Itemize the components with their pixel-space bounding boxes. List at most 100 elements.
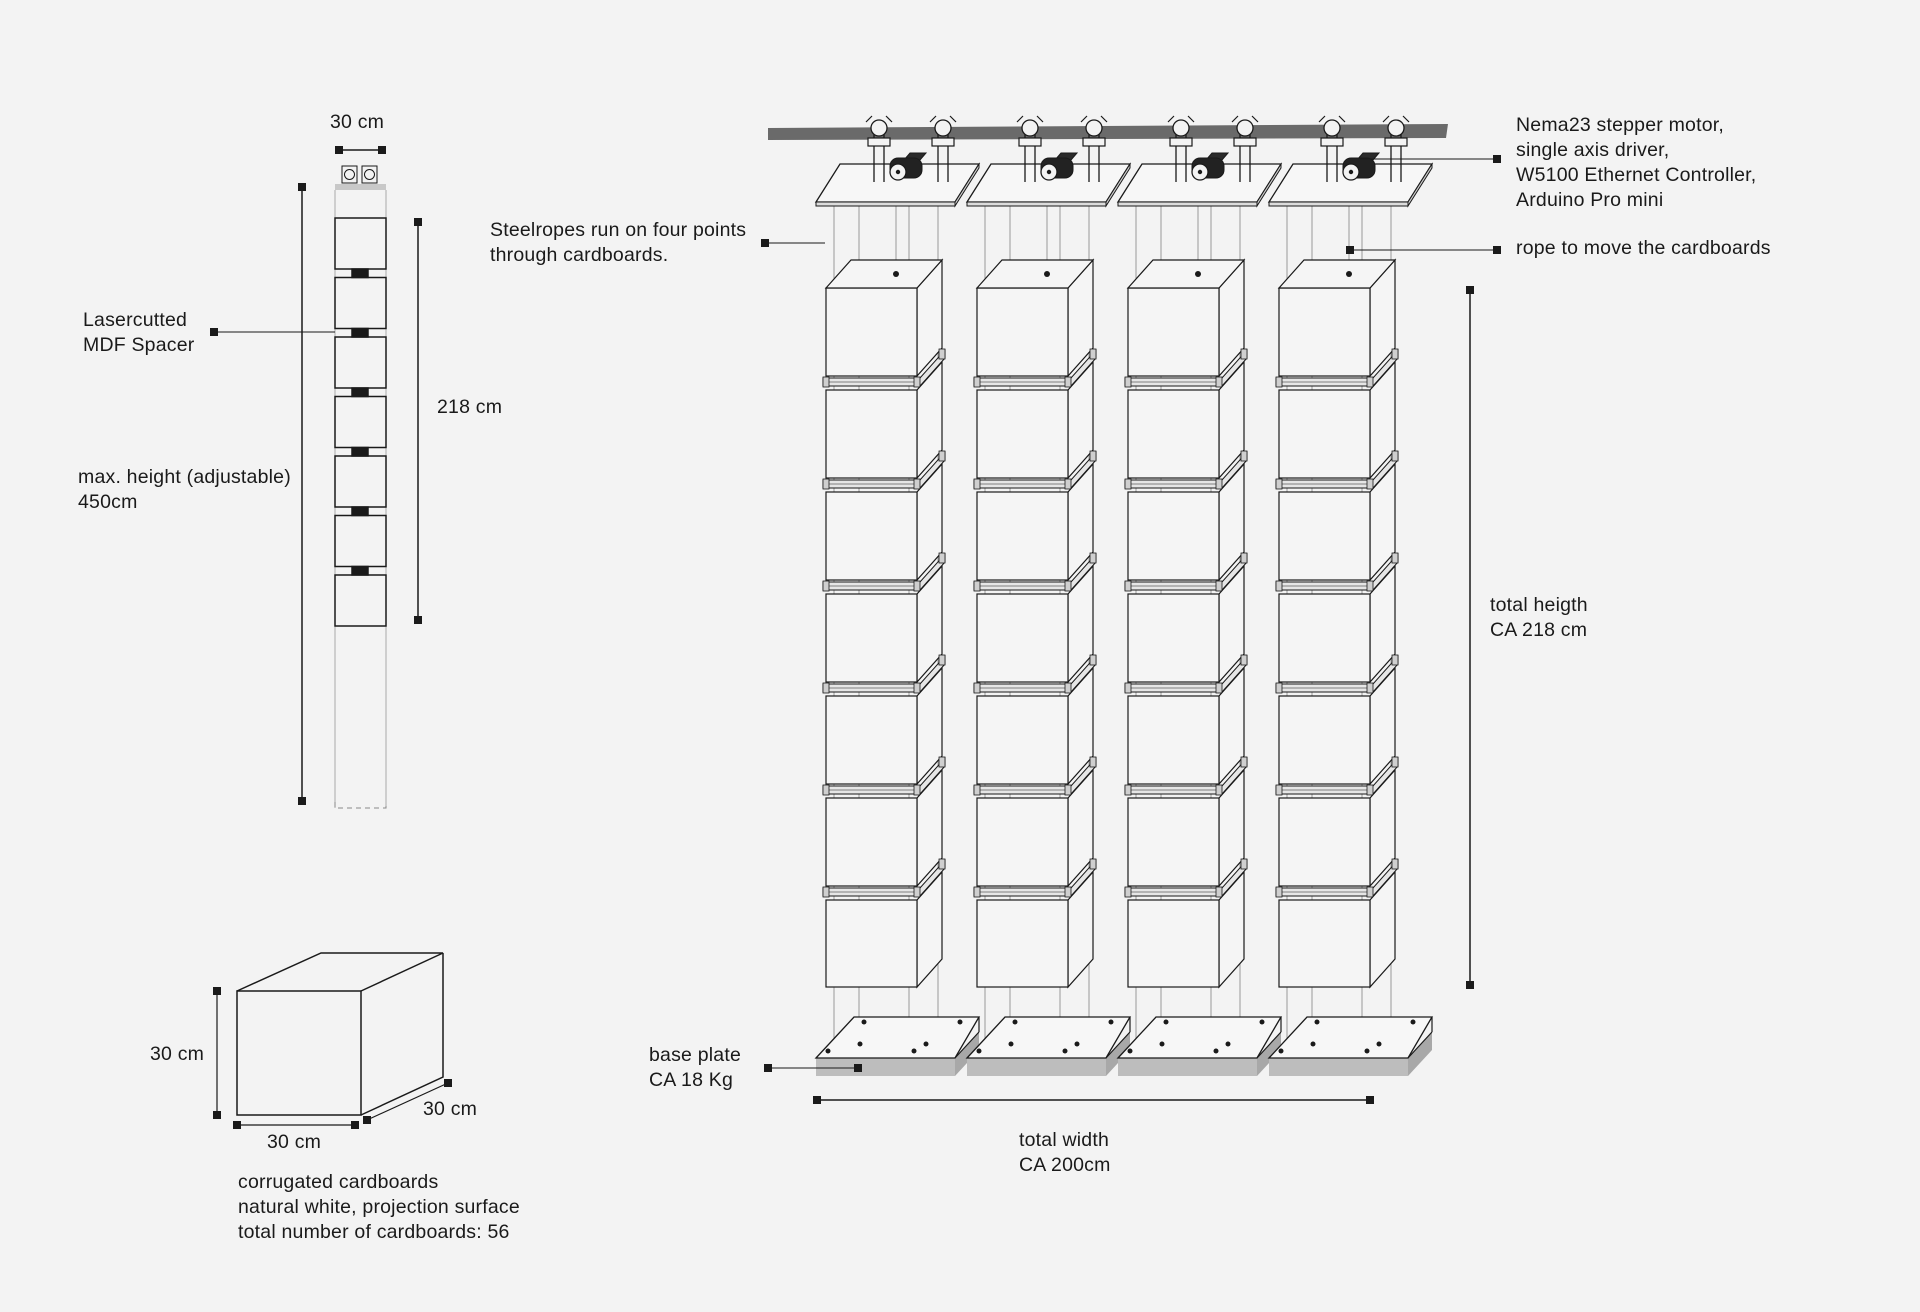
side-motor-icon: [361, 165, 378, 184]
spacer-clip: [1089, 756, 1097, 768]
cardboard-box: [1127, 360, 1245, 480]
mdf-spacer: [1275, 552, 1399, 592]
spacer-clip: [1391, 348, 1399, 360]
mdf-spacer: [973, 858, 1097, 898]
dimension-marker: [351, 1121, 359, 1129]
box-height-label: 30 cm: [150, 1043, 205, 1065]
top-plate-edge: [1256, 162, 1282, 208]
rope-label: rope to move the cardboards: [1516, 237, 1771, 259]
spacer-clip: [1275, 478, 1283, 490]
spacer-clip: [1089, 552, 1097, 564]
motor-label-line: Nema23 stepper motor,: [1516, 114, 1724, 136]
cardboard-box: [976, 360, 1094, 480]
spacer-clip: [973, 376, 981, 388]
base-plate-bolt: [1163, 1019, 1169, 1025]
mdf-spacer: [1275, 654, 1399, 694]
clamp-block: [867, 137, 891, 147]
spacer-clip: [913, 784, 921, 796]
stack-height-label: 218 cm: [437, 396, 503, 418]
spacer-clip: [938, 552, 946, 564]
spacer-label-line: MDF Spacer: [83, 334, 195, 356]
spacer-label-line: Lasercutted: [83, 309, 188, 331]
side-box: [334, 514, 387, 568]
rail-clamp-icon: [1167, 115, 1195, 182]
spacer-clip: [822, 376, 830, 388]
spacer-clip: [973, 580, 981, 592]
mdf-spacer: [822, 348, 946, 388]
box-front: [825, 899, 918, 988]
top-plate-edge: [815, 201, 956, 207]
top-plate-edge: [1117, 201, 1258, 207]
side-box: [334, 276, 387, 330]
top-plate-edge: [1105, 162, 1131, 208]
mdf-spacer: [822, 450, 946, 490]
mdf-spacer: [1124, 450, 1248, 490]
box-front: [825, 593, 918, 683]
spacer-clip: [938, 450, 946, 462]
cardboard-box: [825, 768, 943, 888]
cardboard-box: [1278, 462, 1396, 582]
cardboard-box: [1278, 666, 1396, 786]
clamp-ring: [1021, 119, 1039, 137]
mdf-spacer: [822, 654, 946, 694]
dimension-marker: [233, 1121, 241, 1129]
dimension-marker: [1466, 286, 1474, 294]
total-width-label-line: total width: [1019, 1129, 1109, 1151]
mdf-spacer: [351, 565, 369, 576]
spacer-clip: [1391, 858, 1399, 870]
base-plate-shadow: [1257, 1032, 1281, 1076]
top-width-label: 30 cm: [330, 111, 385, 133]
dimension-marker: [213, 987, 221, 995]
spacer-clip: [1089, 450, 1097, 462]
base-plate-bolt: [1364, 1048, 1370, 1054]
clamp-ring: [1172, 119, 1190, 137]
clamp-block: [1018, 137, 1042, 147]
mdf-spacer: [973, 654, 1097, 694]
rail-clamp-icon: [865, 115, 893, 182]
base-plate-shadow: [1269, 1058, 1408, 1076]
box-front: [1278, 899, 1371, 988]
cardboard-description-line: corrugated cardboards: [238, 1171, 439, 1193]
leader-marker: [854, 1064, 862, 1072]
spacer-label: Lasercutted MDF Spacer: [83, 308, 194, 358]
spacer-clip: [1240, 552, 1248, 564]
mdf-spacer: [822, 756, 946, 796]
spacer-clip: [1215, 886, 1223, 898]
base-plate-bolt: [976, 1048, 982, 1054]
dimension-marker: [1366, 1096, 1374, 1104]
motor-shaft: [895, 169, 901, 175]
spacer-clip: [1064, 376, 1072, 388]
motor-label-line: W5100 Ethernet Controller,: [1516, 164, 1757, 186]
spacer-clip: [1366, 886, 1374, 898]
base-plate-top: [814, 1016, 981, 1059]
clamp-block: [1169, 137, 1193, 147]
base-plate-bolt: [911, 1048, 917, 1054]
cardboard-box: [825, 870, 943, 989]
mdf-spacer: [1124, 348, 1248, 388]
leader-marker: [761, 239, 769, 247]
box-front: [1127, 797, 1220, 887]
box-front: [1127, 593, 1220, 683]
mdf-spacer: [822, 858, 946, 898]
mdf-spacer: [1124, 654, 1248, 694]
box-top-face: [236, 952, 444, 992]
base-plate-bolt: [1278, 1048, 1284, 1054]
spacer-clip: [913, 682, 921, 694]
mdf-spacer: [1275, 858, 1399, 898]
leader-marker: [764, 1064, 772, 1072]
spacer-clip: [1064, 682, 1072, 694]
side-foot: [334, 802, 387, 809]
cardboard-box: [1127, 870, 1245, 989]
steelropes-label-line: through cardboards.: [490, 244, 669, 266]
motor-shaft: [1197, 169, 1203, 175]
clamp-ring: [934, 119, 952, 137]
spacer-clip: [1064, 886, 1072, 898]
box-width-label: 30 cm: [267, 1131, 322, 1153]
base-plate-bolt: [857, 1041, 863, 1047]
spacer-clip: [1124, 580, 1132, 592]
mdf-spacer: [351, 387, 369, 398]
rail-clamp-icon: [1318, 115, 1346, 182]
base-plate-shadow: [816, 1058, 955, 1076]
clamp-ring: [1085, 119, 1103, 137]
